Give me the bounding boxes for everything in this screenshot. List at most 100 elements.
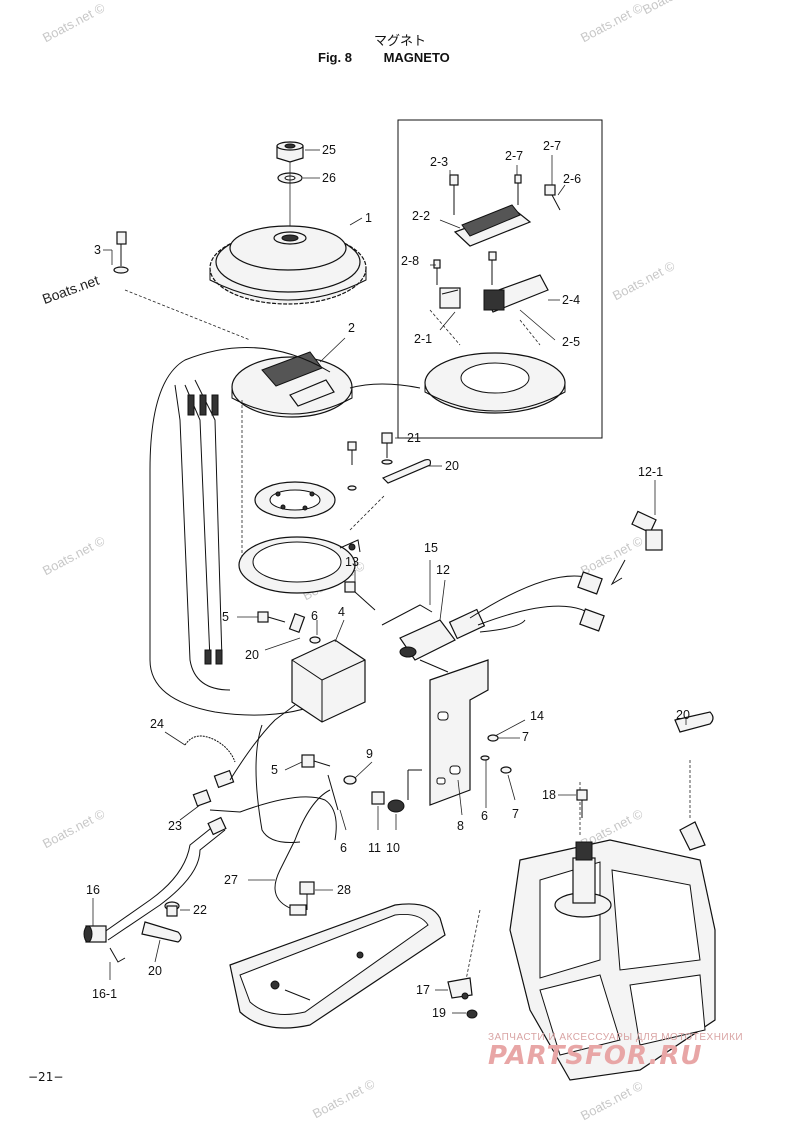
washer-9 <box>343 775 357 785</box>
screw-18 <box>576 789 588 818</box>
inset-stator-base <box>424 352 566 414</box>
flywheel-nut <box>276 141 304 163</box>
screw-5-top <box>257 611 286 623</box>
callout-18: 18 <box>542 788 556 802</box>
callout-9: 9 <box>366 747 373 761</box>
callout-2-3: 2-3 <box>430 155 448 169</box>
stator-assembly <box>231 351 353 418</box>
spark-plug-cap <box>577 571 603 595</box>
callout-15: 15 <box>424 541 438 555</box>
screw-13 <box>344 581 376 611</box>
partsfor-banner: ЗАПЧАСТИ И АКСЕССУАРЫ ДЛЯ МОТОТЕХНИКИ PA… <box>488 1032 788 1071</box>
bracket-plate <box>429 659 489 806</box>
engine-block <box>509 821 716 1081</box>
stop-switch <box>83 925 107 943</box>
banner-tagline: ЗАПЧАСТИ И АКСЕССУАРЫ ДЛЯ МОТОТЕХНИКИ <box>488 1032 744 1043</box>
magneto-base <box>238 536 361 594</box>
callout-5: 5 <box>222 610 229 624</box>
callout-24: 24 <box>150 717 164 731</box>
title-japanese: マグネト <box>373 34 426 49</box>
callout-28: 28 <box>337 883 351 897</box>
collar-11 <box>371 791 385 805</box>
callout-20: 20 <box>676 708 690 722</box>
clamp-20-top <box>381 458 432 484</box>
wire-lead-24 <box>184 735 236 763</box>
connector-23 <box>192 789 212 807</box>
screw-5-bottom <box>301 754 331 768</box>
spark-plug-cap-12-1 <box>631 510 663 551</box>
callout-2-5: 2-5 <box>562 335 580 349</box>
banner-logo: PARTSFOR.RU <box>488 1041 703 1071</box>
callout-12: 12 <box>436 563 450 577</box>
callout-11: 11 <box>368 841 381 855</box>
callout-2-7: 2-7 <box>505 149 523 163</box>
washer-7 <box>487 734 499 742</box>
stator-plate <box>254 481 336 519</box>
inset-charge-coil <box>483 274 549 313</box>
ignition-coil <box>399 608 486 661</box>
screw-3 <box>113 231 129 274</box>
high-tension-lead-15 <box>381 604 433 626</box>
callout-20: 20 <box>445 459 459 473</box>
figure-number: Fig. 8 <box>318 50 352 65</box>
screw-19 <box>466 1009 478 1019</box>
inset-pulser <box>439 287 461 309</box>
clamp-20-right <box>674 711 714 733</box>
figure-title: Fig. 8 MAGNETO <box>318 50 450 65</box>
clamp-20-lower <box>141 921 182 943</box>
callout-2-1: 2-1 <box>414 332 432 346</box>
callout-23: 23 <box>168 819 182 833</box>
callout-3: 3 <box>94 243 101 257</box>
callout-2-7: 2-7 <box>543 139 561 153</box>
clamp-17 <box>447 977 473 1000</box>
callout-20: 20 <box>245 648 259 662</box>
callout-8: 8 <box>457 819 464 833</box>
flywheel <box>209 225 367 305</box>
callout-12-1: 12-1 <box>638 465 663 479</box>
inset-screws <box>433 174 561 285</box>
callout-10: 10 <box>386 841 400 855</box>
callout-2-6: 2-6 <box>563 172 581 186</box>
callout-2: 2 <box>348 321 355 335</box>
callout-14: 14 <box>530 709 544 723</box>
inset-lighting-coil <box>453 204 532 247</box>
cdi-unit <box>291 639 366 723</box>
callout-2-8: 2-8 <box>401 254 419 268</box>
screw-28 <box>299 881 315 910</box>
callout-27: 27 <box>224 873 238 887</box>
spacer <box>288 613 306 633</box>
spark-plug-cap <box>579 608 605 632</box>
callout-25: 25 <box>322 143 336 157</box>
callout-16-1: 16-1 <box>92 987 117 1001</box>
bottom-cowling <box>229 903 446 1029</box>
callout-2-2: 2-2 <box>412 209 430 223</box>
callout-13: 13 <box>345 555 359 569</box>
callout-7: 7 <box>522 730 529 744</box>
screw-22 <box>164 901 180 917</box>
callout-26: 26 <box>322 171 336 185</box>
callout-22: 22 <box>193 903 207 917</box>
callout-16: 16 <box>86 883 100 897</box>
screw-small <box>347 441 357 491</box>
ground-lead <box>274 789 331 911</box>
callout-6: 6 <box>481 809 488 823</box>
callout-19: 19 <box>432 1006 446 1020</box>
grommet-10 <box>387 799 405 813</box>
screw-21 <box>381 432 393 465</box>
detail-inset-frame <box>397 119 603 439</box>
callout-2-4: 2-4 <box>562 293 580 307</box>
callout-4: 4 <box>338 605 345 619</box>
washer-7b <box>500 766 512 774</box>
figure-name: MAGNETO <box>383 50 450 65</box>
callout-7: 7 <box>512 807 519 821</box>
callout-1: 1 <box>365 211 372 225</box>
callout-20: 20 <box>148 964 162 978</box>
stop-switch-lead <box>99 824 216 936</box>
page-number: −21− <box>28 1070 64 1084</box>
callout-21: 21 <box>407 431 421 445</box>
callout-6: 6 <box>311 609 318 623</box>
callout-6: 6 <box>340 841 347 855</box>
